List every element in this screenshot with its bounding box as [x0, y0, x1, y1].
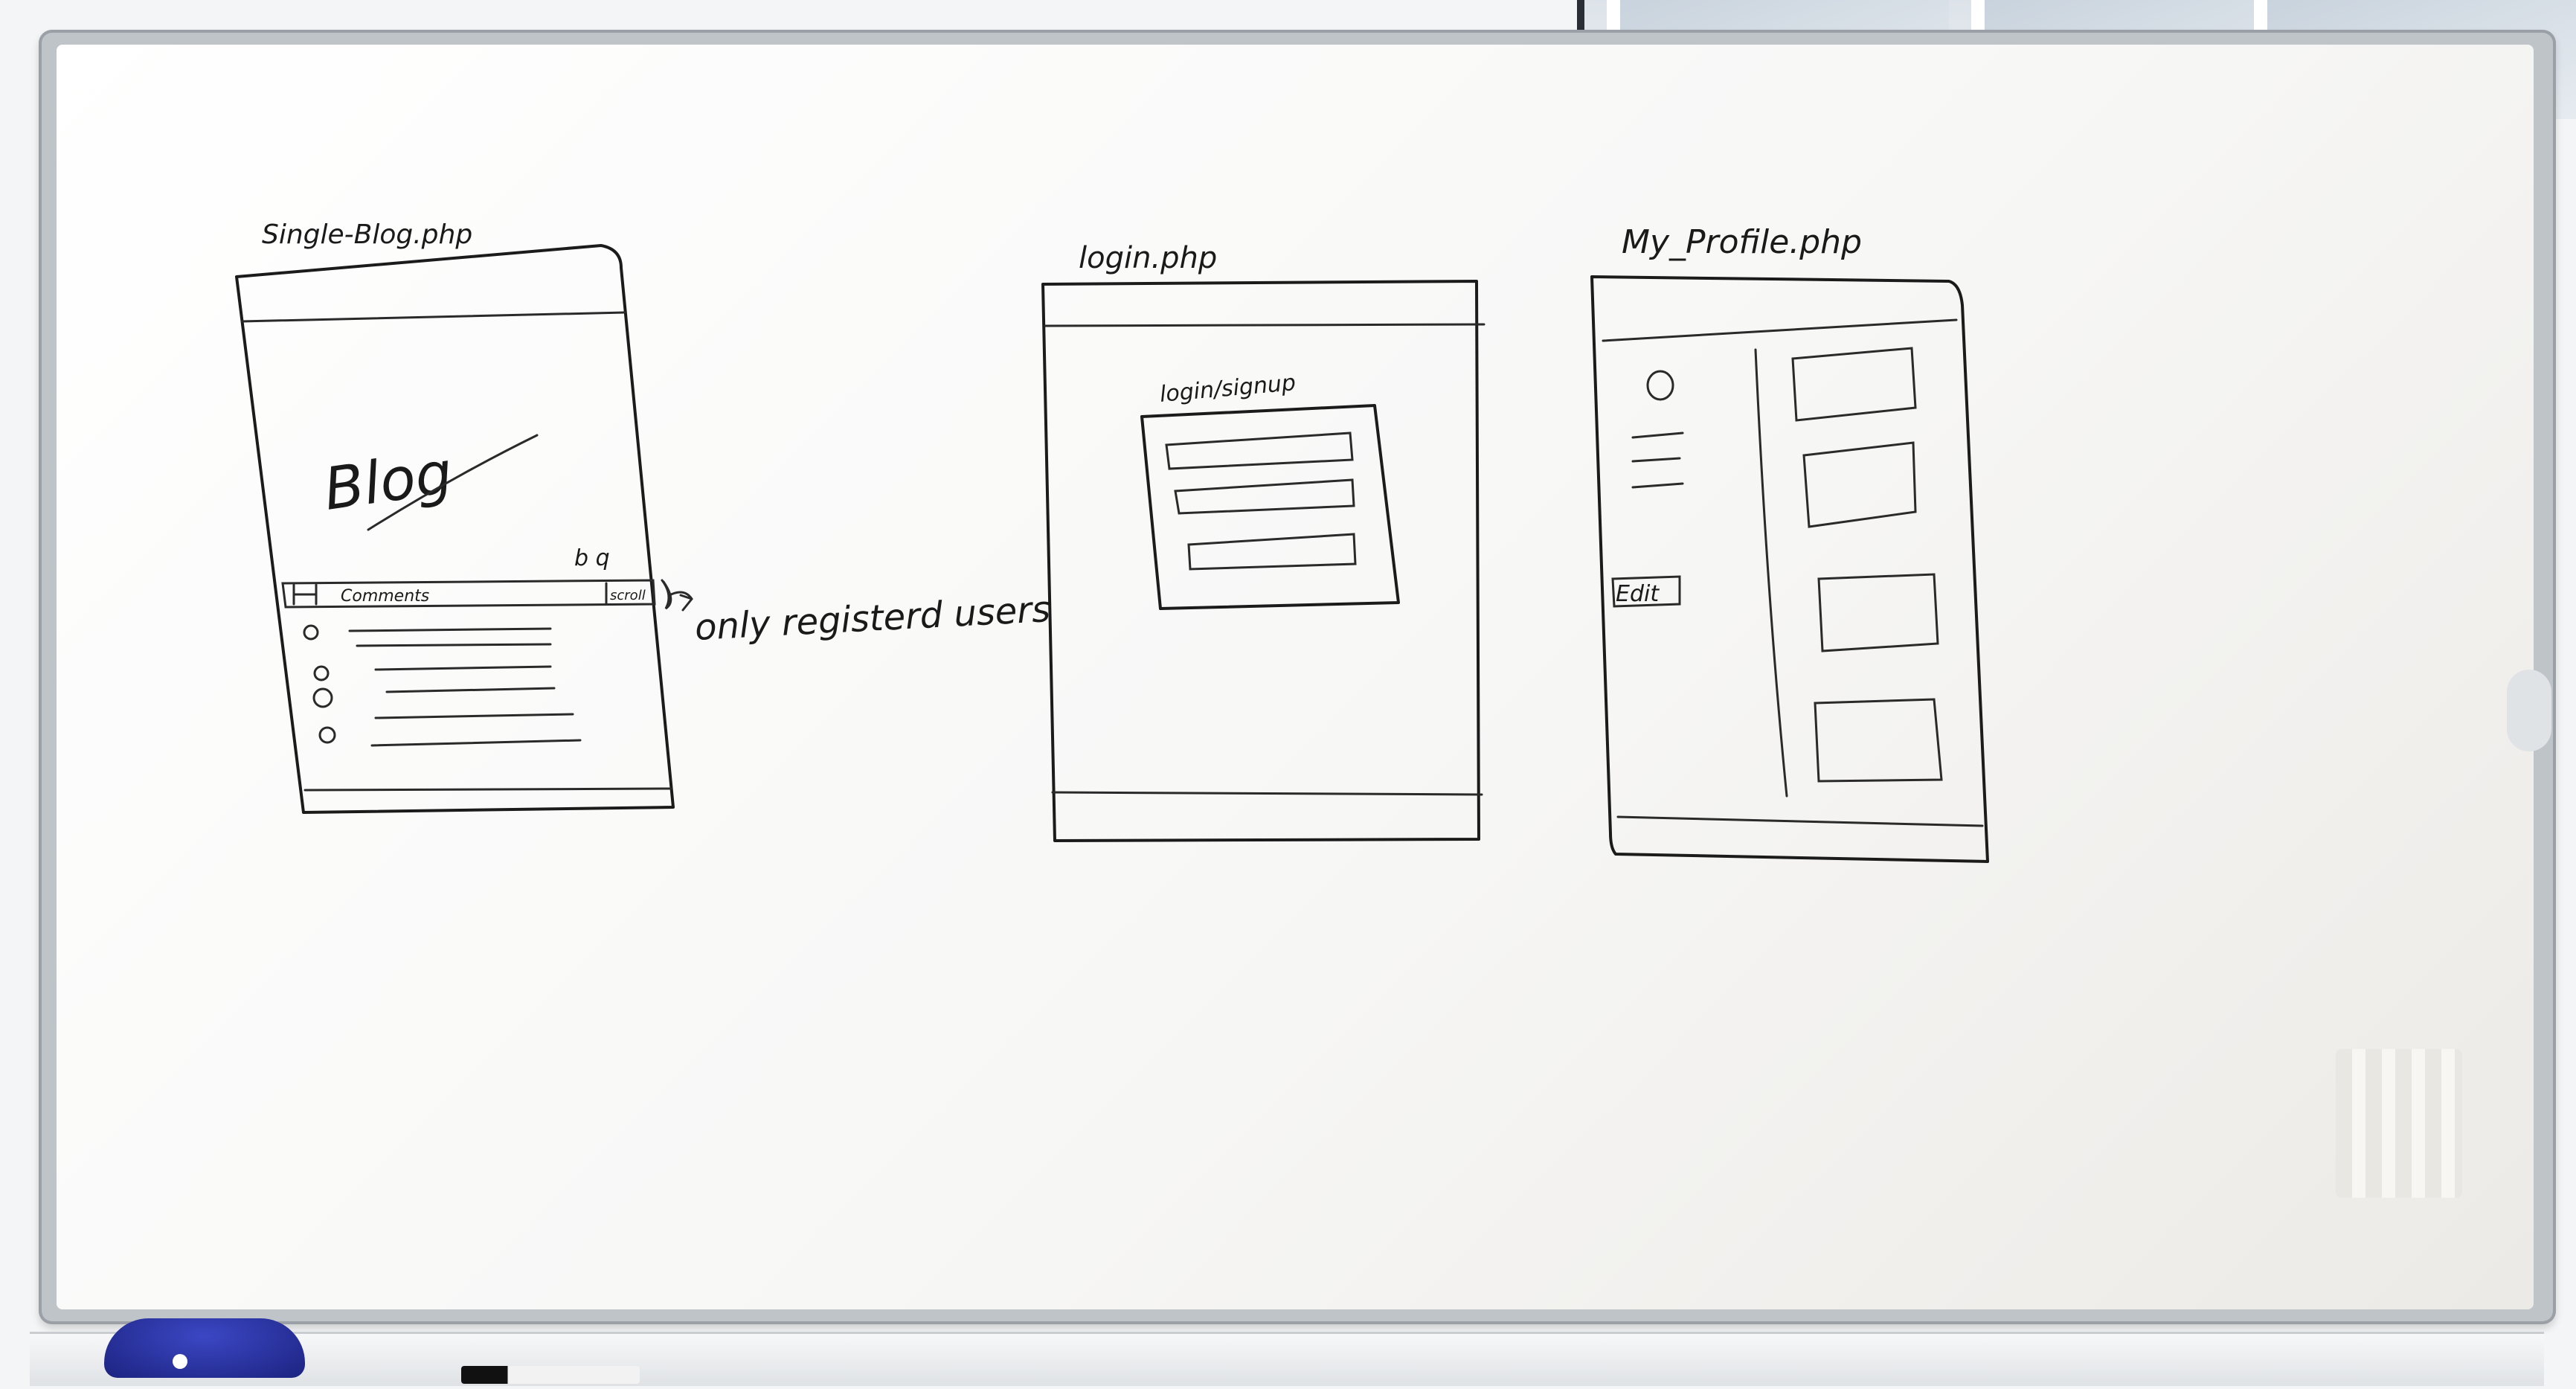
sketch-login: login.php login/signup	[1041, 241, 1485, 842]
eraser-logo-dot	[173, 1354, 187, 1369]
sketch-title-profile: My_Profile.php	[1622, 223, 1862, 261]
registered-users-note: only registerd users	[694, 588, 1052, 649]
sketch-title-single-blog: Single-Blog.php	[262, 219, 472, 250]
marker-tray	[30, 1332, 2544, 1386]
sketch-single-blog: Single-Blog.php Blog b q Comments scroll…	[235, 219, 1052, 814]
edit-button-label: Edit	[1616, 581, 1660, 607]
scroll-label: scroll	[610, 588, 646, 603]
board-knob	[2507, 670, 2551, 751]
blog-icons-text: b q	[574, 545, 610, 571]
comments-label: Comments	[341, 587, 429, 606]
wall-vent	[2336, 1049, 2462, 1198]
sketch-title-login: login.php	[1079, 241, 1217, 275]
whiteboard-marker	[461, 1366, 640, 1384]
sketch-my-profile: My_Profile.php Edit	[1590, 223, 1989, 863]
whiteboard-eraser	[104, 1318, 305, 1378]
blog-hero-text: Blog	[320, 440, 456, 524]
login-form-label: login/signup	[1159, 370, 1297, 408]
